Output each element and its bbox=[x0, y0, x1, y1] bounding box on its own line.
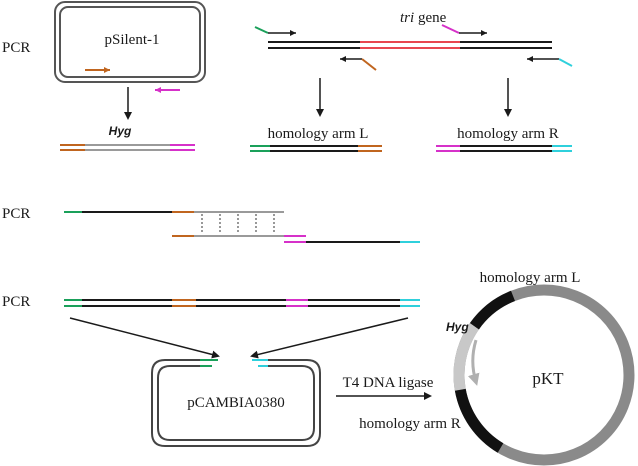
fusion-fragment bbox=[64, 299, 420, 307]
pcambia-label: pCAMBIA0380 bbox=[187, 395, 285, 411]
pkt-arm-l-label: homology arm L bbox=[480, 270, 581, 286]
pkt-arm-l-segment bbox=[469, 290, 516, 330]
pkt-arm-r-segment bbox=[454, 388, 504, 453]
green-primer-tail bbox=[254, 26, 269, 34]
psilent-label: pSilent-1 bbox=[105, 32, 160, 48]
tri-gene-label: tri gene bbox=[400, 10, 447, 26]
pcr-label-1: PCR bbox=[2, 40, 30, 56]
pcr-label-2: PCR bbox=[2, 206, 30, 222]
psilent-plasmid: pSilent-1 bbox=[54, 1, 206, 93]
pcr-label-3: PCR bbox=[2, 294, 30, 310]
arrow-to-vector-right bbox=[250, 317, 409, 359]
overlap-pcr-assembly bbox=[64, 211, 420, 243]
tri-gene-locus: tri gene bbox=[254, 10, 573, 71]
pcambia-plasmid: pCAMBIA0380 bbox=[151, 359, 321, 447]
pkt-plasmid: pKT homology arm L Hyg homology arm R bbox=[359, 270, 635, 466]
hyg-label: Hyg bbox=[109, 124, 132, 138]
pkt-arm-r-label: homology arm R bbox=[359, 416, 461, 432]
homology-arm-l-label: homology arm L bbox=[268, 126, 369, 142]
magenta-arrowhead-icon bbox=[155, 87, 161, 93]
homology-arm-r-fragment: homology arm R bbox=[436, 126, 572, 152]
ligase-step: T4 DNA ligase bbox=[336, 375, 434, 400]
pkt-hyg-segment bbox=[453, 323, 480, 391]
base-pair-dashes bbox=[201, 214, 275, 234]
pkt-hyg-label: Hyg bbox=[446, 320, 469, 334]
homology-arm-l-fragment: homology arm L bbox=[250, 126, 382, 152]
arrow-to-vector-left bbox=[69, 317, 220, 359]
ligase-label: T4 DNA ligase bbox=[343, 375, 434, 391]
magenta-primer-tail bbox=[441, 24, 460, 34]
cyan-primer-tail bbox=[558, 58, 573, 67]
orange-arrowhead-icon bbox=[104, 67, 110, 73]
pkt-label: pKT bbox=[532, 369, 564, 388]
hyg-fragment: Hyg bbox=[60, 124, 195, 151]
homology-arm-r-label: homology arm R bbox=[457, 126, 559, 142]
hyg-direction-arrow-icon bbox=[467, 339, 480, 386]
orange-primer-tail bbox=[361, 58, 377, 71]
